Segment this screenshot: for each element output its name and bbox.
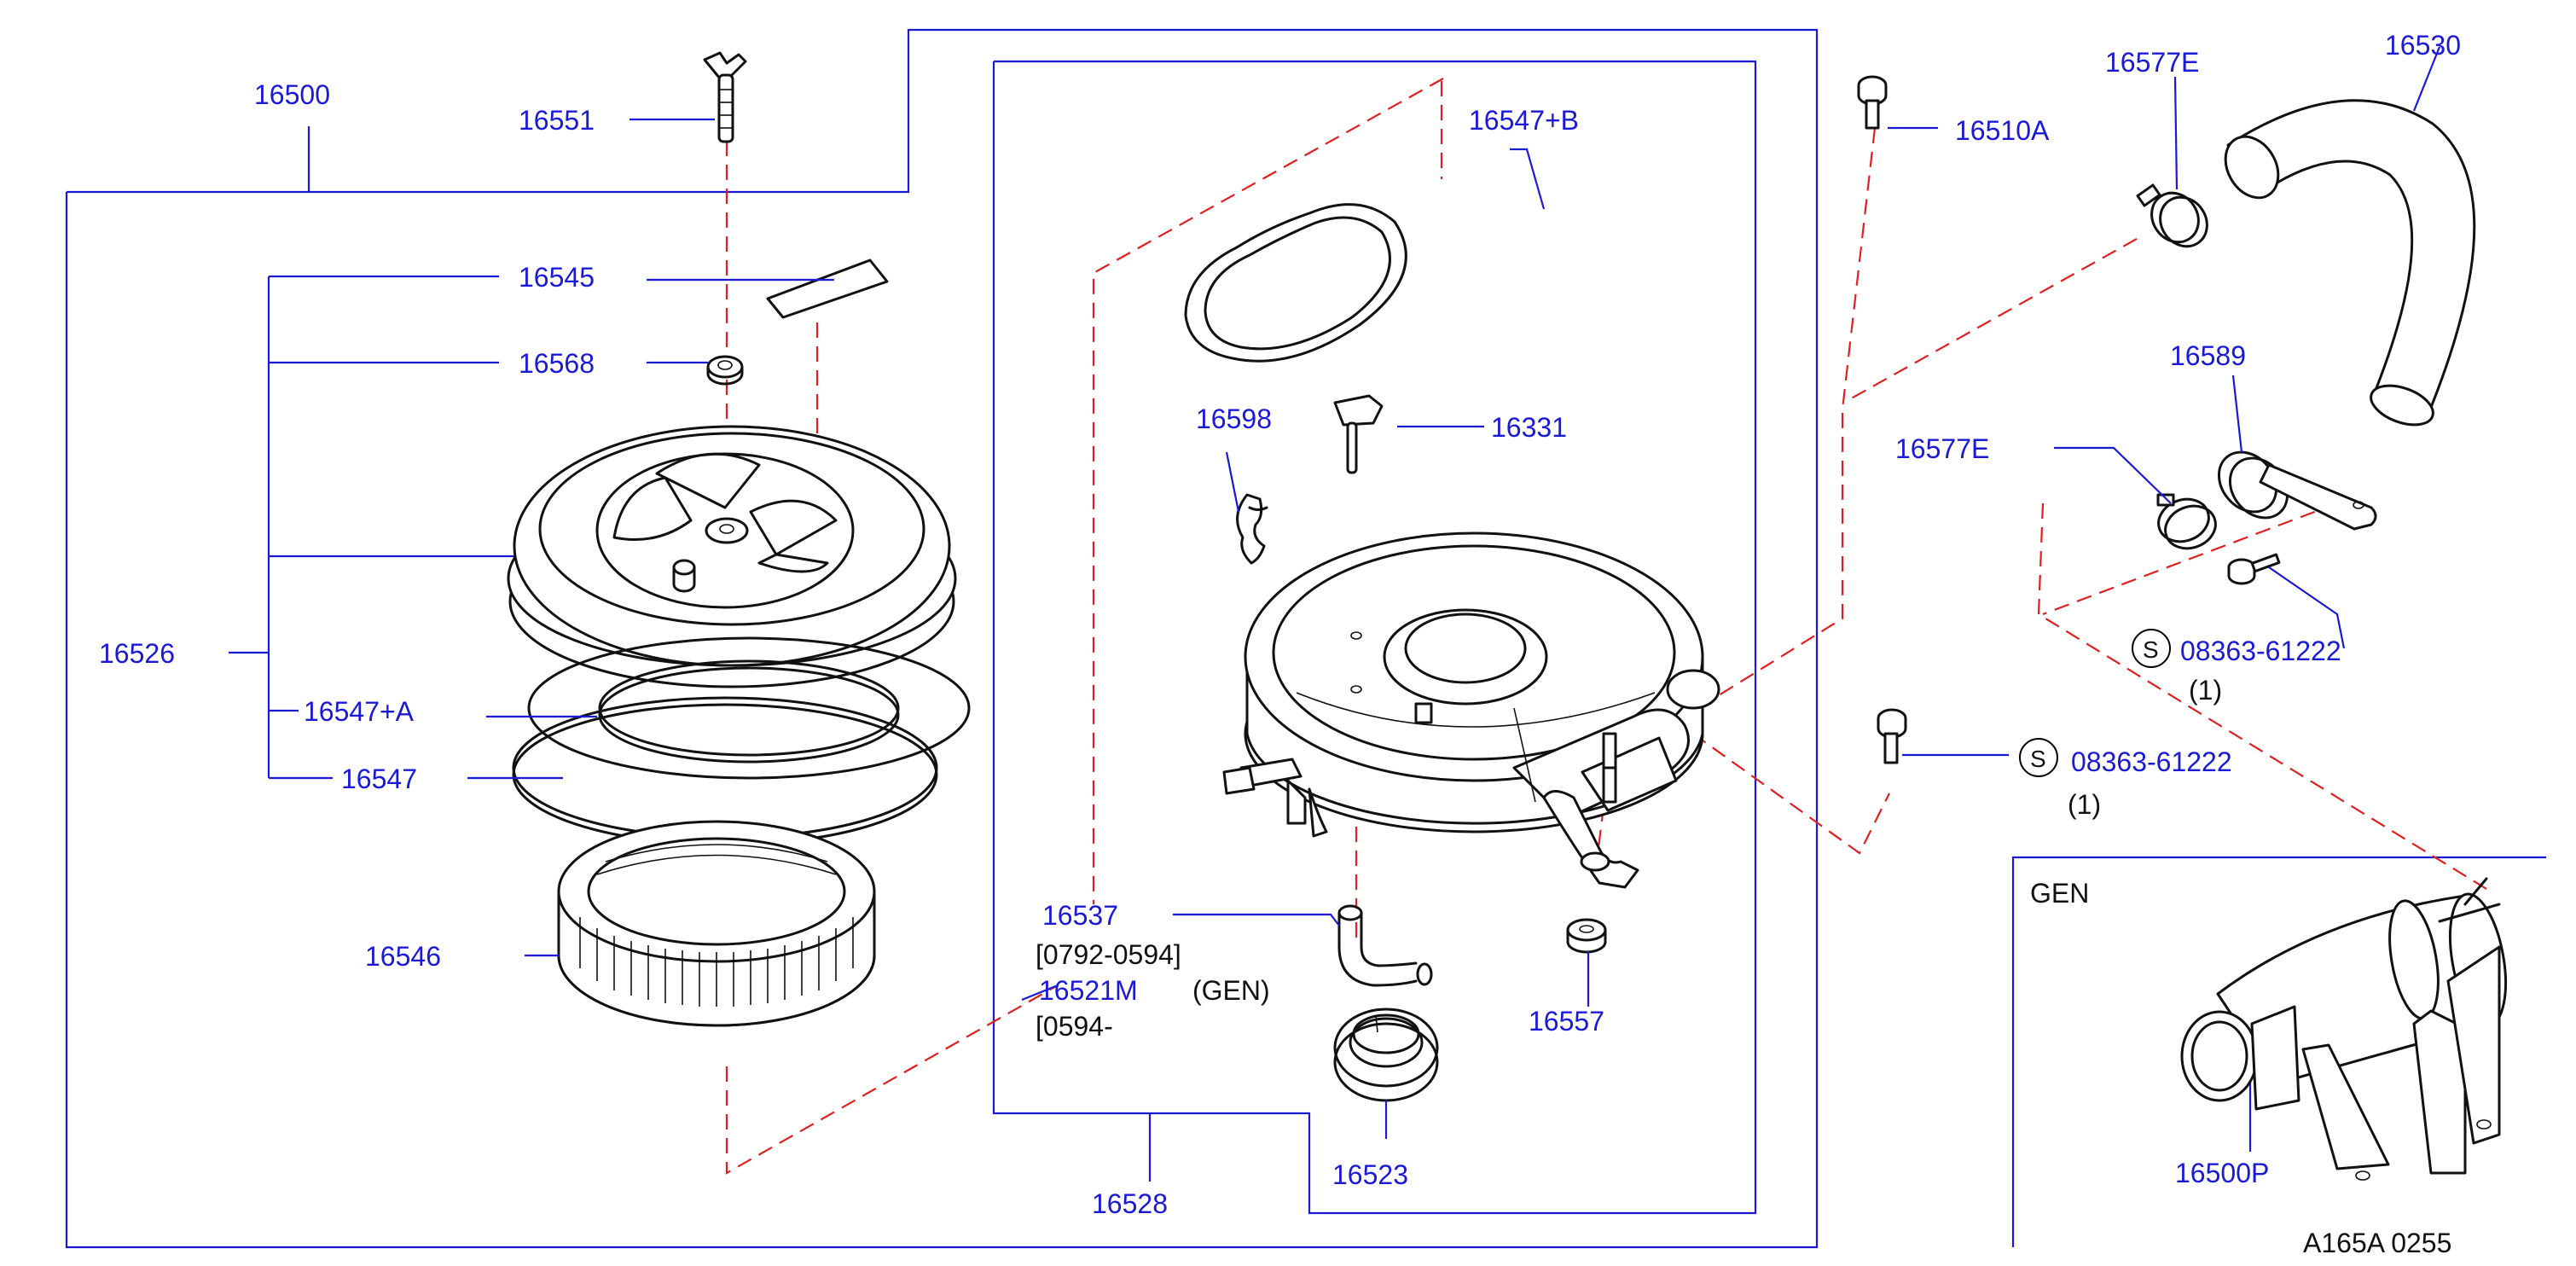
bolt-16510a (1857, 75, 1888, 130)
clamp-16577e-top (2136, 183, 2208, 248)
grommet (706, 355, 744, 386)
label-sticker (766, 258, 889, 319)
label-16577e-top: 16577E (2105, 47, 2199, 78)
label-16500p: 16500P (2175, 1158, 2269, 1188)
label-16568: 16568 (519, 348, 595, 379)
bolt-small-right (2227, 553, 2281, 585)
label-16500: 16500 (254, 79, 330, 110)
s-mark-1-letter: S (2143, 636, 2159, 663)
label-16547: 16547 (341, 764, 417, 794)
air-cleaner-cover (507, 425, 957, 688)
label-16547-a: 16547+A (304, 696, 415, 727)
label-16521m-range: [0594- (1036, 1011, 1113, 1042)
label-16547-b: 16547+B (1469, 105, 1579, 136)
assembly-frames (65, 28, 2546, 1249)
seal-16523 (1333, 1008, 1439, 1102)
label-16331: 16331 (1491, 412, 1567, 443)
label-16528: 16528 (1092, 1188, 1168, 1219)
labels: 16500 16551 16545 16568 16526 16547+A 16… (99, 30, 2461, 1258)
hose-16537 (1337, 904, 1433, 987)
label-16598: 16598 (1196, 404, 1272, 434)
label-16545: 16545 (519, 262, 595, 293)
label-16521m-note: (GEN) (1192, 975, 1270, 1006)
label-16510a: 16510A (1955, 115, 2050, 146)
label-16557: 16557 (1529, 1006, 1604, 1037)
label-bolt2-code: 08363-61222 (2071, 746, 2232, 777)
inset-resonator (2180, 877, 2508, 1181)
figure-code: A165A 0255 (2303, 1228, 2451, 1258)
label-16537: 16537 (1042, 900, 1118, 931)
inset-title: GEN (2030, 878, 2089, 909)
left-bracket-leaders (229, 275, 522, 780)
gasket-b (1184, 203, 1407, 363)
label-16523: 16523 (1332, 1159, 1408, 1190)
s-mark-1 (2132, 629, 2171, 668)
label-bolt2-qty: (1) (2068, 789, 2101, 820)
label-16546: 16546 (365, 941, 441, 972)
label-16521m: 16521M (1039, 975, 1138, 1006)
air-filter-element (557, 820, 876, 1027)
label-16589: 16589 (2170, 340, 2246, 371)
label-bolt1-qty: (1) (2189, 675, 2222, 706)
right-leaders (467, 46, 2441, 1152)
s-mark-2-letter: S (2030, 746, 2046, 772)
grommet-16557 (1566, 918, 1607, 954)
label-16526: 16526 (99, 638, 175, 669)
gasket-a (527, 636, 971, 780)
label-16530: 16530 (2385, 30, 2461, 61)
label-16551: 16551 (519, 105, 595, 136)
bolt-08363 (1877, 708, 1907, 764)
clip-16598 (1236, 493, 1268, 565)
label-bolt1-code: 08363-61222 (2180, 636, 2341, 666)
s-mark-2 (2019, 738, 2058, 777)
bracket-16589 (2217, 450, 2377, 531)
label-16577e-mid: 16577E (1895, 433, 1989, 464)
sensor-16331 (1333, 394, 1384, 474)
wing-bolt (703, 51, 747, 143)
air-cleaner-body (1222, 531, 1720, 889)
duct-16530 (2224, 99, 2476, 427)
label-16537-range: [0792-0594] (1036, 939, 1181, 970)
clamp-16577e-mid (2156, 493, 2217, 550)
